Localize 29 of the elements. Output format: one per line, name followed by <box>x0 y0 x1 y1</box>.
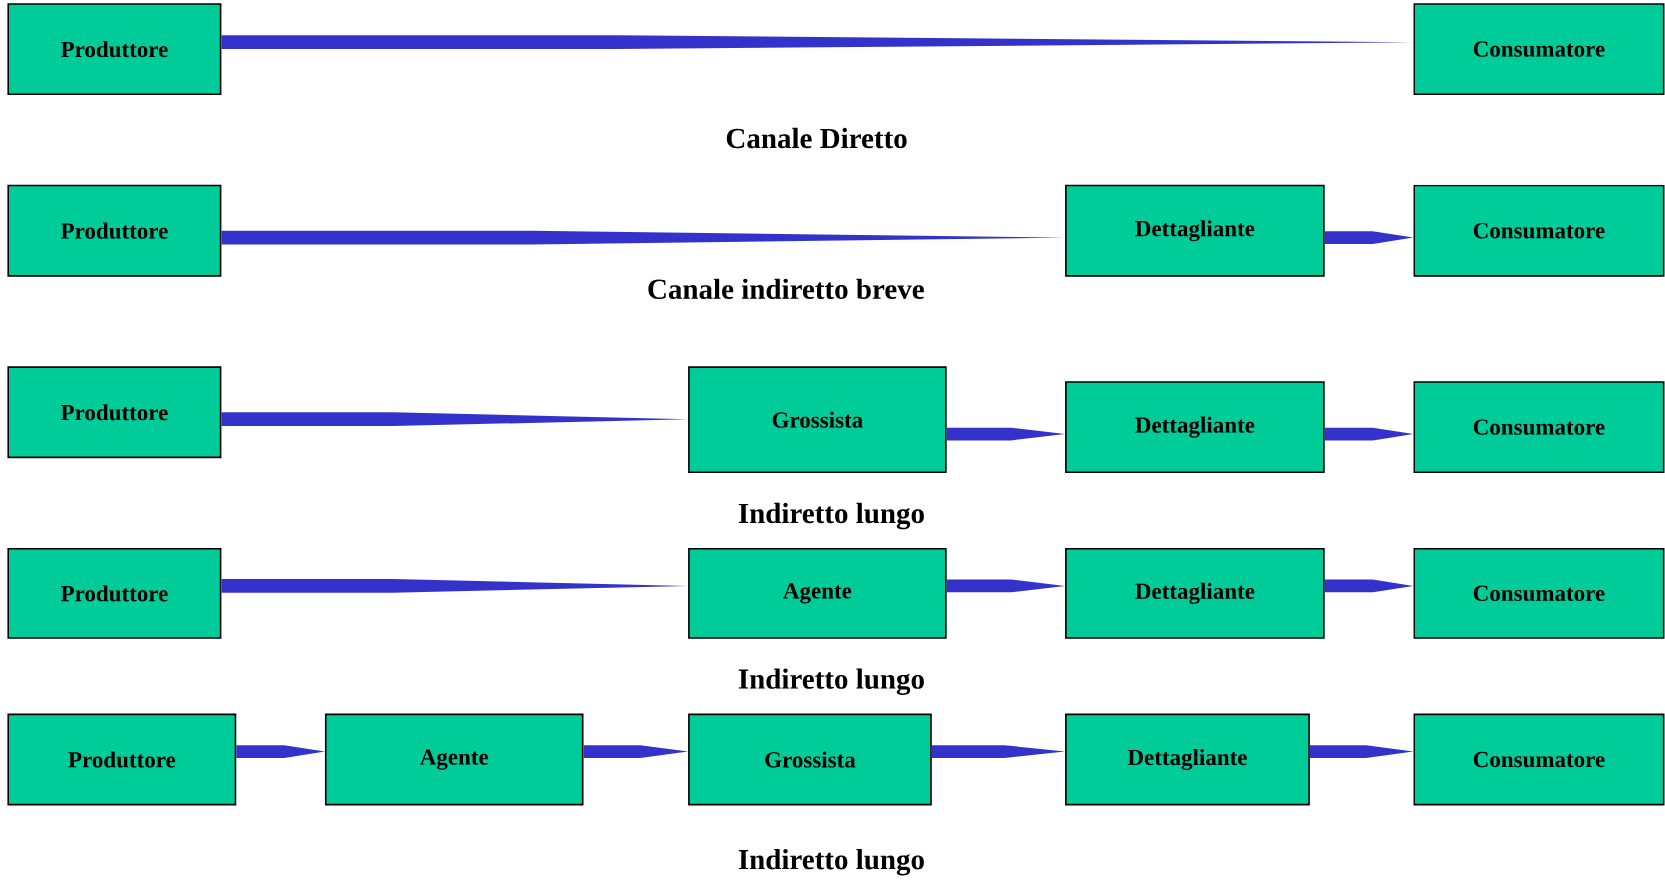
channel-label: Canale Diretto <box>726 127 907 149</box>
channel-label: Indiretto lungo <box>738 502 924 530</box>
arrow <box>583 745 689 758</box>
arrow <box>1309 745 1414 758</box>
arrow <box>1324 579 1414 593</box>
process-box: Produttore <box>7 3 222 96</box>
process-box: Produttore <box>7 547 222 639</box>
process-box: Produttore <box>7 713 237 806</box>
arrow <box>931 745 1066 758</box>
process-box: Consumatore <box>1413 184 1665 277</box>
channel-label: Canale indiretto breve <box>648 278 924 300</box>
process-box: Dettagliante <box>1065 547 1325 639</box>
process-box: Dettagliante <box>1065 381 1325 474</box>
arrow <box>1324 231 1414 244</box>
process-box: Consumatore <box>1413 713 1665 806</box>
process-box: Consumatore <box>1413 3 1665 96</box>
process-box: Agente <box>324 713 584 806</box>
arrow <box>236 745 325 758</box>
process-box: Produttore <box>7 184 222 277</box>
process-box: Grossista <box>688 366 947 474</box>
process-box: Produttore <box>7 366 222 459</box>
process-box: Dettagliante <box>1065 713 1310 806</box>
channel-label: Indiretto lungo <box>738 668 924 695</box>
process-box: Consumatore <box>1413 547 1665 639</box>
channel-label: Indiretto lungo <box>738 849 924 876</box>
process-box: Dettagliante <box>1065 184 1325 277</box>
process-box: Consumatore <box>1413 381 1665 474</box>
process-box: Grossista <box>688 713 932 806</box>
process-box: Agente <box>688 547 947 639</box>
